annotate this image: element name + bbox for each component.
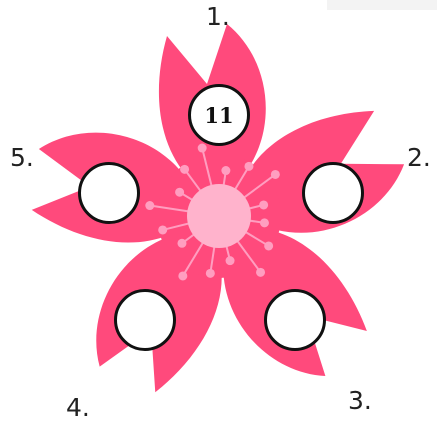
petal-label-1: 1. bbox=[206, 4, 230, 29]
answer-slot-5[interactable] bbox=[78, 162, 140, 224]
stamen-anther bbox=[206, 269, 215, 278]
flower-center bbox=[187, 184, 251, 248]
stamen-anther bbox=[226, 256, 235, 265]
petal-label-5: 5. bbox=[10, 145, 34, 170]
stamen-anther bbox=[259, 200, 268, 209]
petal-label-4: 4. bbox=[66, 395, 90, 420]
answer-slot-1[interactable]: 11 bbox=[188, 84, 250, 146]
stamen-anther bbox=[180, 165, 189, 174]
stamen-anther bbox=[177, 239, 186, 248]
stamen-anther bbox=[198, 144, 207, 153]
stamen-anther bbox=[175, 188, 184, 197]
stamen-anther bbox=[271, 170, 280, 179]
petal-label-3: 3. bbox=[348, 388, 372, 413]
answer-slot-4[interactable] bbox=[114, 289, 176, 351]
stamen-anther bbox=[244, 162, 253, 171]
answer-slot-2[interactable] bbox=[302, 162, 364, 224]
stamen-anther bbox=[145, 201, 154, 210]
stamen-anther bbox=[264, 241, 273, 250]
stamen-anther bbox=[178, 271, 187, 280]
stamen-anther bbox=[221, 166, 230, 175]
stamen-anther bbox=[256, 268, 265, 277]
stamen-anther bbox=[260, 218, 269, 227]
stamen-anther bbox=[158, 225, 167, 234]
answer-slot-3[interactable] bbox=[264, 289, 326, 351]
petal-label-2: 2. bbox=[407, 145, 431, 170]
